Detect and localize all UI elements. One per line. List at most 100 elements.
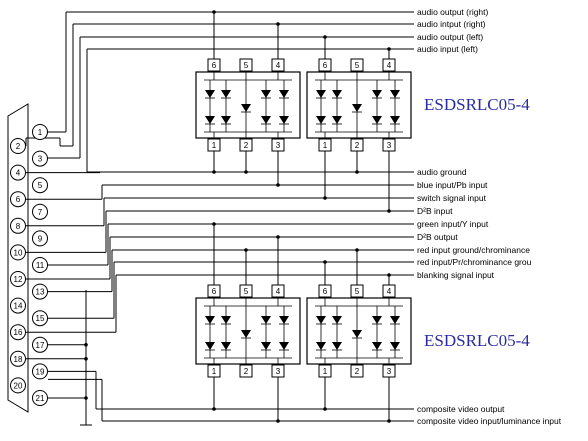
- connector-pin: [10, 377, 26, 394]
- signal-label-composite-video-output: composite video output: [417, 404, 505, 414]
- chip-pin-number: 5: [355, 287, 360, 296]
- signal-label-red-input-ground: red input ground/chrominance: [417, 245, 530, 255]
- connector-pin: [32, 230, 48, 247]
- connector-pin: [10, 324, 26, 341]
- connector-pin: [10, 217, 26, 234]
- connector-pin-number: 16: [14, 328, 23, 337]
- connector-pin: [10, 244, 26, 261]
- connector-pin-number: 19: [36, 367, 45, 376]
- junction-dot: [212, 10, 216, 14]
- signal-label-green-input: green input/Y input: [417, 219, 489, 229]
- signal-label-d2b-input: D²B input: [417, 206, 453, 216]
- signal-labels: audio output (right) audio intput (right)…: [417, 7, 562, 426]
- junction-dot: [323, 196, 327, 200]
- junction-dot: [387, 209, 391, 213]
- junction-dot: [355, 170, 359, 174]
- junction-dot: [244, 170, 248, 174]
- signal-label-switch-signal-input: switch signal input: [417, 193, 487, 203]
- junction-dot: [276, 22, 280, 26]
- connector-pin-number: 3: [38, 155, 43, 164]
- chip-pin-number: 6: [323, 61, 328, 70]
- junction-dot: [84, 396, 88, 400]
- connector-pin-number: 12: [14, 275, 23, 284]
- connector-pin: [10, 350, 26, 367]
- chip-pin-number: 2: [355, 367, 360, 376]
- signal-label-audio-output-right: audio output (right): [417, 7, 489, 17]
- connector-pin: [10, 138, 26, 154]
- junction-dot: [323, 407, 327, 411]
- junction-dot: [276, 235, 280, 239]
- connector-pin: [32, 203, 48, 220]
- chip-pin-number: 1: [323, 367, 328, 376]
- junction-dot: [276, 419, 280, 423]
- junction-dot: [387, 273, 391, 277]
- chip-label-lower: ESDSRLC05-4: [424, 331, 530, 350]
- connector-pin-number: 2: [16, 142, 21, 151]
- chip-pin-number: 6: [323, 287, 328, 296]
- connector-pin-number: 4: [16, 169, 21, 178]
- connector-pin: [32, 336, 48, 353]
- junction-dot: [323, 35, 327, 39]
- connector-pin-number: 21: [36, 394, 45, 403]
- chip-pin-number: 3: [387, 141, 392, 150]
- signal-label-composite-video-input: composite video input/luminance input: [417, 416, 562, 426]
- chip-pin-number: 1: [212, 367, 217, 376]
- signal-label-blanking-signal-input: blanking signal input: [417, 270, 495, 280]
- junction-dot: [387, 419, 391, 423]
- connector-pin: [10, 191, 26, 208]
- connector-pin-number: 7: [38, 208, 43, 217]
- signal-label-blue-input: blue input/Pb input: [417, 180, 488, 190]
- connector-pin-number: 18: [14, 355, 23, 364]
- chip-pin-number: 4: [276, 61, 281, 70]
- connector-pin-number: 20: [14, 381, 23, 390]
- signal-label-d2b-output: D²B output: [417, 232, 458, 242]
- junction-dot: [84, 357, 88, 361]
- connector-pin: [10, 164, 26, 181]
- connector-pin: [10, 297, 26, 314]
- connector-pin: [32, 257, 48, 273]
- junction-dot: [323, 260, 327, 264]
- chip-pin-number: 5: [355, 61, 360, 70]
- connector-pin-number: 6: [16, 195, 21, 204]
- chip-pin-number: 6: [212, 287, 217, 296]
- chip-pin-number: 2: [355, 141, 360, 150]
- connector-pin-number: 14: [14, 302, 23, 311]
- junction-dot: [355, 248, 359, 252]
- chip-pin-number: 6: [212, 61, 217, 70]
- connector-pin: [32, 390, 48, 406]
- chip-label-upper: ESDSRLC05-4: [424, 95, 530, 114]
- connector-pin: [10, 271, 26, 287]
- junction-dot: [276, 183, 280, 187]
- connector-pin: [32, 177, 48, 194]
- connector-outline: [7, 103, 29, 413]
- chip-pin-number: 5: [244, 61, 249, 70]
- chip-pin-number: 4: [276, 287, 281, 296]
- connector-pin-number: 17: [36, 341, 45, 350]
- signal-label-audio-input-left: audio input (left): [417, 44, 478, 54]
- wiring: [18, 10, 414, 426]
- chip-pin-number: 1: [212, 141, 217, 150]
- connector-pin-number: 8: [16, 222, 21, 231]
- signal-label-audio-input-right: audio intput (right): [417, 19, 486, 29]
- chip-pin-number: 1: [323, 141, 328, 150]
- junction-dot: [212, 222, 216, 226]
- connector-pin: [32, 150, 48, 167]
- junction-dot: [387, 47, 391, 51]
- connector-pin-number: 13: [36, 288, 45, 297]
- chip-pin-number: 4: [387, 287, 392, 296]
- connector-pin: [32, 283, 48, 300]
- connector-pin-number: 1: [38, 128, 43, 137]
- connector-pin-number: 11: [36, 261, 45, 270]
- signal-label-red-input: red input/Pr/chrominance grou: [417, 257, 532, 267]
- connector-pin-number: 10: [14, 248, 23, 257]
- junction-dot: [244, 248, 248, 252]
- junction-dot: [212, 407, 216, 411]
- connector-pin-number: 5: [38, 181, 43, 190]
- signal-label-audio-ground: audio ground: [417, 167, 467, 177]
- connector-pin: [32, 124, 48, 140]
